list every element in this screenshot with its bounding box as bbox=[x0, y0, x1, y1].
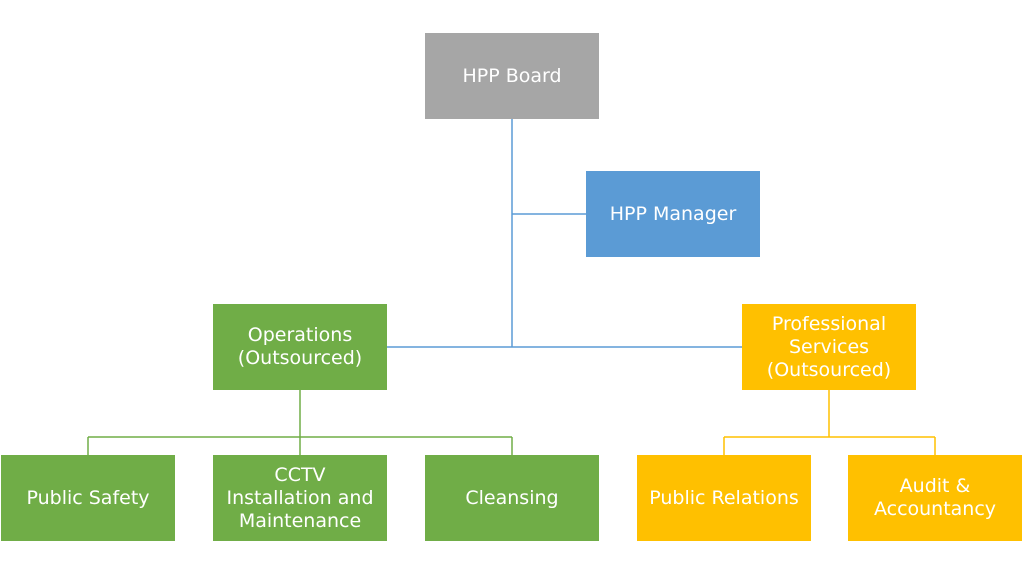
hpp-manager-node: HPP Manager bbox=[586, 171, 760, 257]
cleansing-node: Cleansing bbox=[425, 455, 599, 541]
hpp-board-node: HPP Board bbox=[425, 33, 599, 119]
audit-accountancy-node: Audit & Accountancy bbox=[848, 455, 1022, 541]
public-safety-node: Public Safety bbox=[1, 455, 175, 541]
operations-node: Operations (Outsourced) bbox=[213, 304, 387, 390]
professional-services-node: Professional Services (Outsourced) bbox=[742, 304, 916, 390]
public-relations-node: Public Relations bbox=[637, 455, 811, 541]
cctv-node: CCTV Installation and Maintenance bbox=[213, 455, 387, 541]
